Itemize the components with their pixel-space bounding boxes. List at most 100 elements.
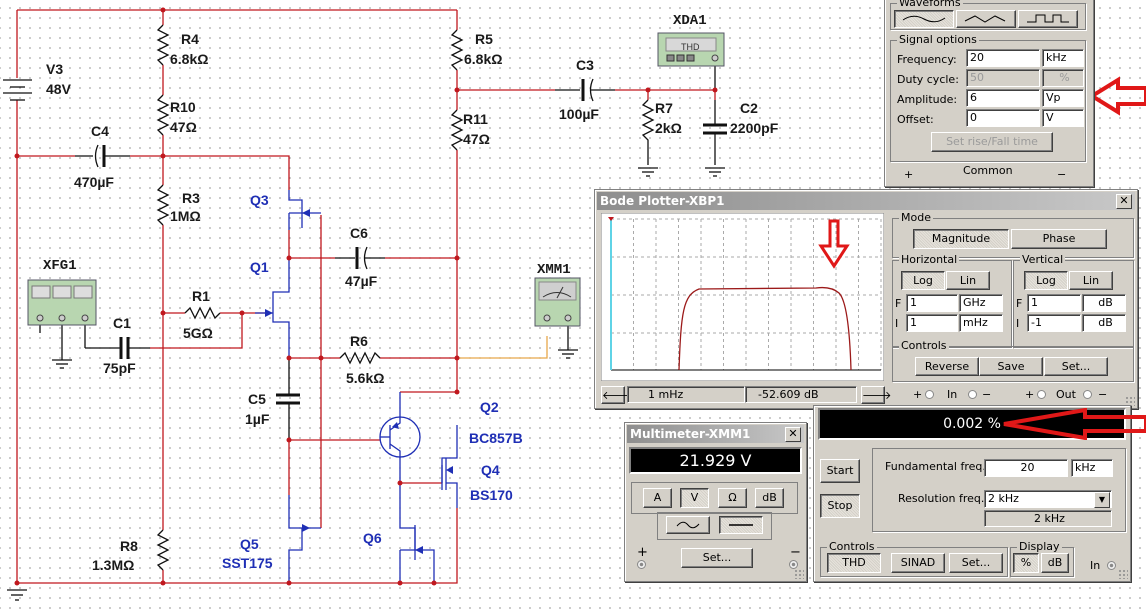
in-terminal[interactable] [1107, 561, 1116, 570]
duty-cycle-label: Duty cycle: [897, 73, 959, 86]
label-r7-value: 2kΩ [655, 120, 682, 136]
signal-options-label: Signal options [897, 33, 979, 47]
xda1-instrument[interactable] [657, 32, 725, 67]
in-minus-label: − [982, 388, 992, 401]
component-symbols [3, 24, 727, 601]
label-r4: R4 [181, 31, 199, 47]
ammeter-button[interactable]: A [643, 488, 672, 508]
label-r3-value: 1MΩ [170, 208, 201, 224]
in-plus-terminal[interactable] [925, 390, 934, 399]
close-button[interactable]: ✕ [1116, 194, 1132, 209]
label-c5: C5 [248, 391, 266, 407]
multimeter-set-button[interactable]: Set... [681, 548, 753, 568]
analyzer-set-button[interactable]: Set... [949, 553, 1003, 573]
stop-button[interactable]: Stop [820, 494, 860, 518]
mode-label: Mode [899, 211, 933, 225]
save-button[interactable]: Save [979, 357, 1043, 376]
ohmmeter-button[interactable]: Ω [718, 488, 747, 508]
horizontal-final-unit-input[interactable]: GHz [959, 294, 1003, 312]
resolution-freq-select[interactable]: 2 kHz ▼ [984, 490, 1112, 508]
cursor-right-button[interactable]: 🡒 [861, 386, 892, 404]
vertical-initial-unit-input[interactable]: dB [1082, 314, 1126, 332]
label-r10-value: 47Ω [170, 119, 197, 135]
cursor-left-button[interactable]: 🡐 [601, 386, 632, 404]
peak-arrow-annotation [818, 219, 850, 269]
xda1-screen-text: THD [681, 42, 700, 52]
minus-terminal-label: − [1057, 168, 1067, 181]
plus-terminal[interactable] [637, 560, 646, 569]
offset-input[interactable]: 0 [966, 109, 1040, 127]
multimeter-titlebar[interactable]: Multimeter-XMM1 ✕ [627, 425, 804, 443]
chevron-down-icon[interactable]: ▼ [1094, 492, 1110, 508]
fundamental-freq-input[interactable]: 20 [984, 459, 1068, 477]
cursor-handle-icon [608, 217, 614, 221]
out-minus-terminal[interactable] [1083, 390, 1092, 399]
xfg1-instrument[interactable] [27, 279, 97, 326]
controls-label: Controls [899, 339, 949, 353]
triangle-wave-button[interactable] [956, 10, 1016, 28]
db-button[interactable]: dB [1041, 553, 1069, 573]
resolution-freq-readout: 2 kHz [984, 510, 1112, 527]
vertical-log-button[interactable]: Log [1024, 271, 1068, 290]
frequency-unit-input[interactable]: kHz [1042, 49, 1084, 67]
minus-terminal[interactable] [789, 560, 798, 569]
amplitude-input[interactable]: 6 [966, 89, 1040, 107]
vertical-final-value-input[interactable]: 1 [1027, 294, 1081, 312]
set-button[interactable]: Set... [1044, 357, 1108, 376]
frequency-settings-group: Fundamental freq. 20 kHz Resolution freq… [872, 448, 1126, 532]
resize-grip[interactable] [794, 569, 804, 579]
ac-button[interactable] [666, 516, 710, 534]
horizontal-log-button[interactable]: Log [901, 271, 945, 290]
waveforms-label: Waveforms [897, 0, 963, 10]
vertical-label: Vertical [1020, 253, 1066, 267]
ac-wave-icon [676, 521, 700, 529]
duty-cycle-unit: % [1042, 69, 1084, 87]
duty-cycle-input: 50 [966, 69, 1040, 87]
resize-grip[interactable] [1125, 396, 1135, 406]
square-wave-button[interactable] [1018, 10, 1078, 28]
vertical-final-unit-input[interactable]: dB [1082, 294, 1126, 312]
frequency-input[interactable]: 20 [966, 49, 1040, 67]
label-q3: Q3 [250, 192, 269, 208]
display-label: Display [1017, 540, 1062, 554]
percent-button[interactable]: % [1013, 553, 1039, 573]
horizontal-initial-value-input[interactable]: 1 [906, 314, 958, 332]
bode-plot-area[interactable] [601, 213, 884, 381]
label-r3: R3 [182, 190, 200, 206]
in-terminal-label: In [1090, 559, 1101, 572]
bode-plotter-titlebar[interactable]: Bode Plotter-XBP1 ✕ [597, 192, 1135, 210]
set-rise-fall-button[interactable]: Set rise/Fall time [931, 132, 1053, 152]
close-button[interactable]: ✕ [785, 427, 801, 442]
resize-grip[interactable] [1118, 569, 1128, 579]
out-plus-terminal[interactable] [1037, 390, 1046, 399]
sinad-button[interactable]: SINAD [891, 553, 945, 573]
horizontal-final-value-input[interactable]: 1 [906, 294, 958, 312]
label-q2: Q2 [480, 399, 499, 415]
voltmeter-button[interactable]: V [680, 488, 709, 508]
decibel-button[interactable]: dB [755, 488, 784, 508]
amplitude-unit-input[interactable]: Vp [1042, 89, 1084, 107]
start-button[interactable]: Start [820, 459, 860, 483]
dc-button[interactable] [719, 516, 763, 534]
sine-wave-button[interactable] [894, 10, 954, 28]
label-c1: C1 [113, 315, 131, 331]
in-minus-terminal[interactable] [968, 390, 977, 399]
label-r7: R7 [655, 100, 673, 116]
fundamental-freq-unit[interactable]: kHz [1071, 459, 1113, 477]
phase-button[interactable]: Phase [1011, 229, 1107, 249]
horizontal-initial-unit-input[interactable]: mHz [959, 314, 1003, 332]
label-r5-value: 6.8kΩ [464, 51, 503, 67]
waveforms-group: Waveforms [890, 0, 1086, 30]
vertical-initial-value-input[interactable]: -1 [1027, 314, 1081, 332]
horizontal-lin-button[interactable]: Lin [946, 271, 990, 290]
label-c6-value: 47µF [345, 273, 378, 289]
label-c4: C4 [91, 123, 109, 139]
mode-group: Mode Magnitude Phase [892, 211, 1134, 258]
thd-button[interactable]: THD [827, 553, 881, 573]
reverse-button[interactable]: Reverse [915, 357, 979, 376]
magnitude-button[interactable]: Magnitude [913, 229, 1009, 249]
xmm1-instrument[interactable] [534, 277, 581, 327]
vertical-lin-button[interactable]: Lin [1069, 271, 1113, 290]
offset-unit-input[interactable]: V [1042, 109, 1084, 127]
